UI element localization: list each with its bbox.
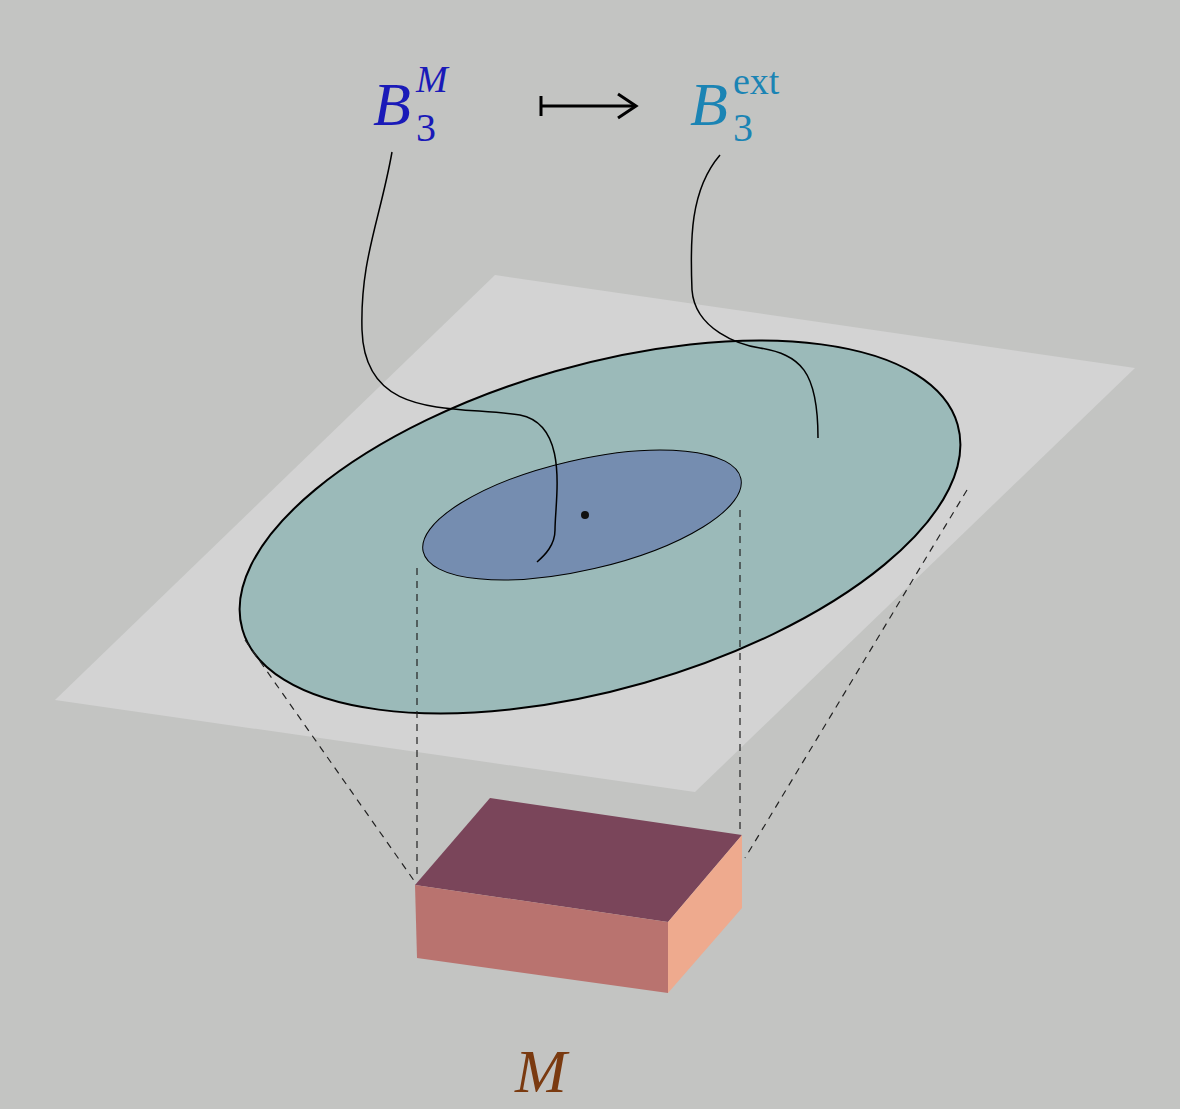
subscript: 3 bbox=[416, 108, 436, 148]
leader-line bbox=[691, 155, 818, 438]
point bbox=[581, 511, 589, 519]
superscript: M bbox=[416, 60, 448, 98]
symbol: B bbox=[690, 73, 728, 135]
box-front bbox=[415, 885, 668, 993]
symbol: B bbox=[373, 73, 411, 135]
part-name: M bbox=[515, 1040, 567, 1102]
subscript: 3 bbox=[733, 108, 753, 148]
superscript: ext bbox=[733, 62, 779, 100]
maps-to-arrow bbox=[541, 94, 636, 118]
box-side bbox=[668, 835, 742, 993]
leader-line bbox=[362, 152, 557, 562]
plane bbox=[55, 275, 1135, 792]
inner-region bbox=[411, 425, 753, 606]
outer-region bbox=[198, 269, 1002, 786]
